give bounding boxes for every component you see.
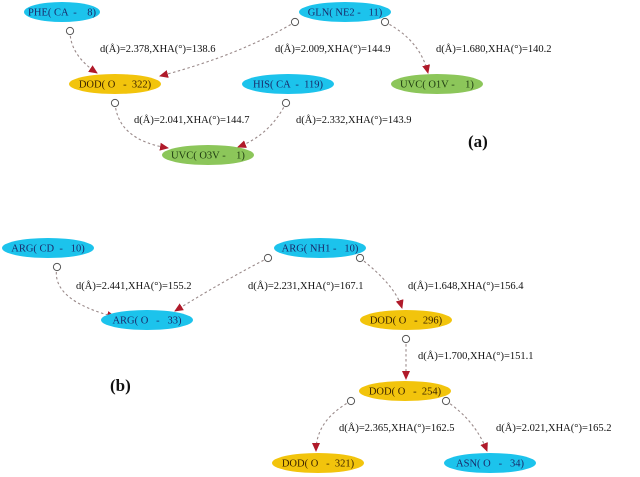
edge-label: d(Å)=2.041,XHA(°)=144.7 xyxy=(134,114,250,126)
edge-label: d(Å)=2.009,XHA(°)=144.9 xyxy=(275,43,391,55)
edge-label: d(Å)=2.231,XHA(°)=167.1 xyxy=(248,280,364,292)
node-label: ARG( NH1 - 10) xyxy=(282,244,359,255)
edge-arg10nh1-to-dod296 xyxy=(355,253,404,309)
node-ellipse xyxy=(24,2,100,22)
edge-line xyxy=(114,102,169,151)
panel-label-a: (a) xyxy=(468,132,488,151)
edge-label: d(Å)=1.700,XHA(°)=151.1 xyxy=(418,350,534,362)
edges-layer xyxy=(52,17,488,452)
node-asn34: ASN( O - 34) xyxy=(444,453,536,473)
node-label: DOD( O - 322) xyxy=(79,80,152,91)
edge-line xyxy=(69,30,98,74)
node-arg10nh1: ARG( NH1 - 10) xyxy=(274,238,366,258)
edge-dod322-to-uvc_o3v xyxy=(110,98,169,151)
donor-circle-icon xyxy=(441,396,451,406)
edge-label: d(Å)=1.648,XHA(°)=156.4 xyxy=(408,280,524,292)
node-label: DOD( O - 296) xyxy=(370,316,443,327)
node-ellipse xyxy=(299,2,391,22)
edge-line xyxy=(159,21,296,78)
node-dod322: DOD( O - 322) xyxy=(69,74,161,94)
donor-circle-icon xyxy=(110,98,120,108)
node-dod254: DOD( O - 254) xyxy=(359,381,451,401)
donor-circle-icon xyxy=(281,98,291,108)
node-arg33: ARG( O - 33) xyxy=(101,310,193,330)
node-label: ARG( CD - 10) xyxy=(11,244,85,255)
edge-line xyxy=(312,400,352,452)
edge-label: d(Å)=2.332,XHA(°)=143.9 xyxy=(296,114,412,126)
node-ellipse xyxy=(101,310,193,330)
nodes-layer: PHE( CA - 8) GLN( NE2 - 11) DOD( O - 322) H… xyxy=(2,2,536,473)
panel-label-b: (b) xyxy=(110,376,131,395)
edge-phe8-to-dod322 xyxy=(65,26,98,74)
node-ellipse xyxy=(274,238,366,258)
donor-circle-icon xyxy=(263,253,273,263)
node-ellipse xyxy=(391,74,483,94)
node-label: DOD( O - 254) xyxy=(369,387,442,398)
edge-arg10nh1-to-arg33 xyxy=(174,253,273,312)
node-label: PHE( CA - 8) xyxy=(28,8,96,19)
node-phe8: PHE( CA - 8) xyxy=(24,2,100,22)
donor-circle-icon xyxy=(290,17,300,27)
edge-gln11-to-dod322 xyxy=(159,17,300,78)
edge-dod296-to-dod254 xyxy=(401,334,411,380)
node-ellipse xyxy=(360,310,452,330)
node-arg10cd: ARG( CD - 10) xyxy=(2,238,94,258)
edge-line xyxy=(237,102,287,148)
node-label: GLN( NE2 - 11) xyxy=(308,8,383,19)
donor-circle-icon xyxy=(65,26,75,36)
node-ellipse xyxy=(272,453,364,473)
donor-circle-icon xyxy=(346,396,356,406)
node-ellipse xyxy=(2,238,94,258)
node-label: UVC( O1V - 1) xyxy=(400,80,474,91)
edge-label: d(Å)=2.441,XHA(°)=155.2 xyxy=(76,280,192,292)
edge-line xyxy=(55,266,116,319)
edge-label: d(Å)=1.680,XHA(°)=140.2 xyxy=(436,43,552,55)
node-uvc_o1v: UVC( O1V - 1) xyxy=(391,74,483,94)
node-dod321: DOD( O - 321) xyxy=(272,453,364,473)
edge-label: d(Å)=2.378,XHA(°)=138.6 xyxy=(100,43,216,55)
donor-circle-icon xyxy=(52,262,62,272)
edge-his119-to-uvc_o3v xyxy=(237,98,291,148)
donor-circle-icon xyxy=(380,17,390,27)
donor-circle-icon xyxy=(401,334,411,344)
labels-layer: d(Å)=2.378,XHA(°)=138.6 d(Å)=2.009,XHA(°)… xyxy=(76,43,612,434)
node-label: DOD( O - 321) xyxy=(282,459,355,470)
edge-line xyxy=(174,257,269,312)
edge-arg10cd-to-arg33 xyxy=(52,262,116,319)
node-ellipse xyxy=(69,74,161,94)
edge-dod254-to-dod321 xyxy=(312,396,356,452)
edge-line xyxy=(359,257,404,309)
edge-label: d(Å)=2.021,XHA(°)=165.2 xyxy=(496,422,612,434)
edge-line xyxy=(384,21,430,74)
node-label: UVC( O3V - 1) xyxy=(171,151,245,162)
node-gln11: GLN( NE2 - 11) xyxy=(299,2,391,22)
node-dod296: DOD( O - 296) xyxy=(360,310,452,330)
node-ellipse xyxy=(162,145,254,165)
edge-line xyxy=(445,400,488,452)
edge-label: d(Å)=2.365,XHA(°)=162.5 xyxy=(339,422,455,434)
edge-gln11-to-uvc_o1v xyxy=(380,17,430,74)
node-his119: HIS( CA - 119) xyxy=(242,74,334,94)
node-uvc_o3v: UVC( O3V - 1) xyxy=(162,145,254,165)
donor-circle-icon xyxy=(355,253,365,263)
node-ellipse xyxy=(444,453,536,473)
node-label: ASN( O - 34) xyxy=(456,459,524,470)
node-ellipse xyxy=(242,74,334,94)
node-label: ARG( O - 33) xyxy=(112,316,182,327)
node-label: HIS( CA - 119) xyxy=(253,80,323,91)
node-ellipse xyxy=(359,381,451,401)
edge-dod254-to-asn34 xyxy=(441,396,488,452)
